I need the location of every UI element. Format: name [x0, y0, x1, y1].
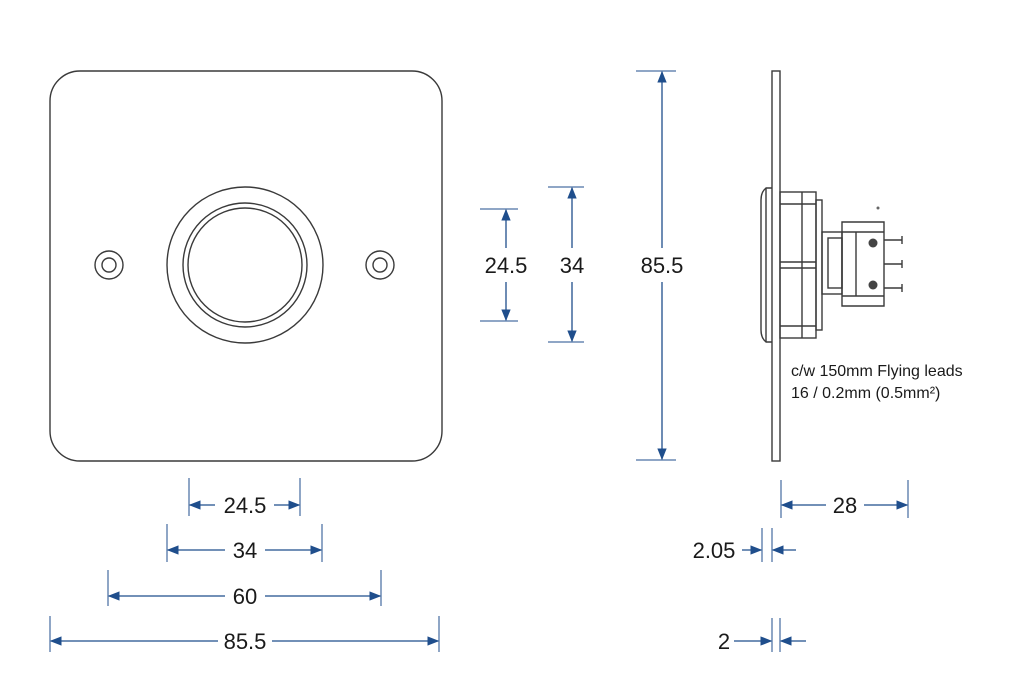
left-screw-hole-outer [94, 250, 124, 280]
dim-bezel-outer-height: 34 [560, 253, 584, 278]
side-body [779, 191, 817, 339]
dim-plate-width: 85.5 [224, 629, 267, 654]
terminal-rivet-top [868, 238, 878, 248]
dim-side-depth: 28 [833, 493, 857, 518]
push-button-cap [187, 207, 303, 323]
bezel-inner-ring [182, 202, 308, 328]
side-nut [815, 199, 823, 331]
flying-leads-note-line1: c/w 150mm Flying leads [791, 363, 963, 380]
dim-screw-centers: 60 [233, 584, 257, 609]
bezel-thickness-dimension: 2.05 [693, 528, 796, 563]
right-screw-hole-outer [365, 250, 395, 280]
front-height-dimensions: 24.5 34 [480, 186, 584, 343]
side-height-dimension: 85.5 [636, 70, 684, 461]
side-bezel [760, 187, 772, 343]
dim-bezel-inner-height: 24.5 [485, 253, 528, 278]
side-depth-dimension: 28 [780, 480, 909, 518]
terminal-rivet-bottom [868, 280, 878, 290]
dim-plate-thickness: 2 [718, 629, 730, 654]
side-microswitch [841, 221, 885, 307]
right-screw-hole-inner [372, 257, 388, 273]
bezel-outer-ring [166, 186, 324, 344]
front-view [49, 70, 443, 462]
face-plate [49, 70, 443, 462]
dim-bezel-outer-width: 34 [233, 538, 257, 563]
dim-side-height: 85.5 [641, 253, 684, 278]
front-width-dimensions: 24.5 34 60 85.5 [49, 478, 440, 654]
dim-bezel-thickness: 2.05 [693, 538, 736, 563]
plate-thickness-dimension: 2 [718, 618, 806, 654]
dim-bezel-inner-width: 24.5 [224, 493, 267, 518]
side-plate [771, 70, 781, 462]
side-view [760, 70, 903, 462]
flying-leads-note-line2: 16 / 0.2mm (0.5mm²) [791, 385, 940, 402]
left-screw-hole-inner [101, 257, 117, 273]
